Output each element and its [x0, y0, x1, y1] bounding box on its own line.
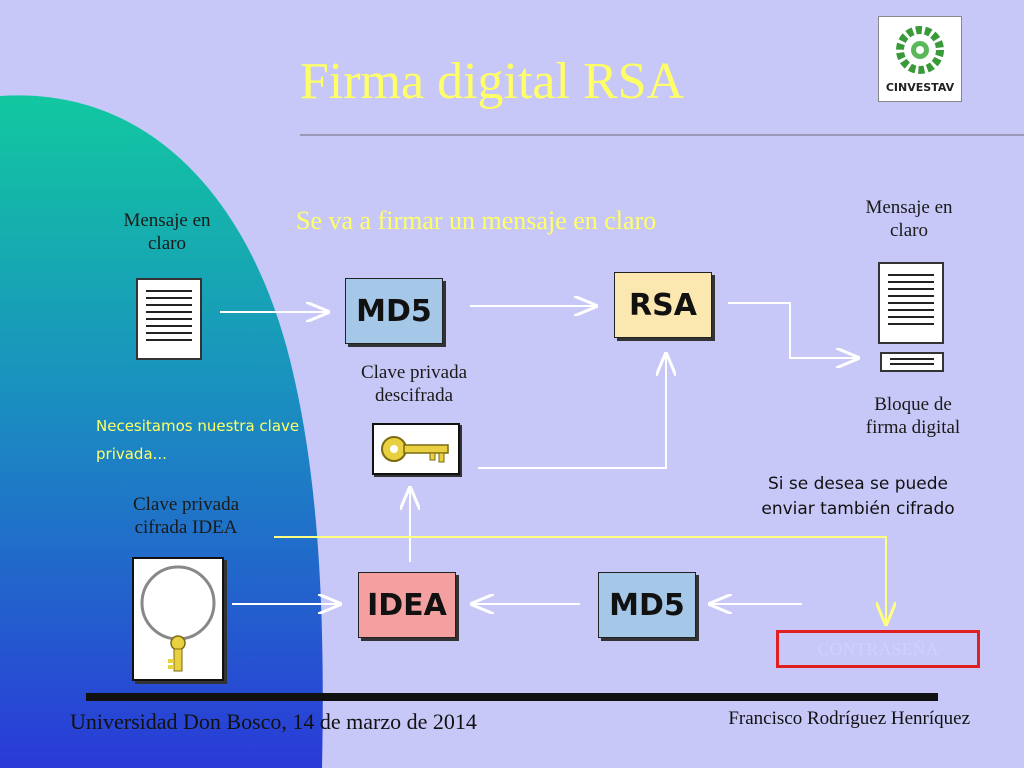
label-clave-cifrada: Clave privada cifrada IDEA — [132, 494, 240, 538]
arrow-yellow-to-contrasena — [274, 536, 886, 622]
keyring-icon — [132, 557, 224, 681]
label-message-right: Mensaje en claro — [865, 197, 953, 241]
cinvestav-logo-icon — [896, 26, 944, 74]
document-icon-right — [878, 262, 944, 344]
label-signature-block: Bloque de firma digital — [865, 394, 961, 438]
rsa-box: RSA — [614, 272, 712, 338]
signature-block-icon — [880, 352, 944, 372]
arrow-key-to-rsa — [478, 356, 666, 469]
note-cifrado: Si se desea se puede enviar también cifr… — [761, 474, 955, 519]
diagram-subtitle: Se va a firmar un mensaje en claro — [296, 206, 657, 235]
md5-box-bottom: MD5 — [598, 572, 696, 638]
document-icon-left — [136, 278, 202, 360]
footer-right: Francisco Rodríguez Henríquez — [728, 708, 970, 729]
footer-bar — [86, 693, 938, 701]
footer-left: Universidad Don Bosco, 14 de marzo de 20… — [70, 709, 477, 734]
label-clave-descifrada: Clave privada descifrada — [360, 362, 468, 406]
cinvestav-logo-text: CINVESTAV — [885, 81, 955, 94]
arrow-rsa-to-block — [728, 302, 856, 358]
title-rule — [300, 134, 1024, 136]
md5-box-top: MD5 — [345, 278, 443, 344]
cinvestav-logo: CINVESTAV — [878, 16, 962, 102]
label-message-left: Mensaje en claro — [123, 210, 211, 254]
note-necesitamos: Necesitamos nuestra clave privada... — [96, 417, 300, 463]
idea-box: IDEA — [358, 572, 456, 638]
key-icon-descifrada — [372, 423, 460, 475]
contrasena-box: CONTRASEÑA — [776, 630, 980, 668]
slide-title: Firma digital RSA — [299, 53, 685, 110]
